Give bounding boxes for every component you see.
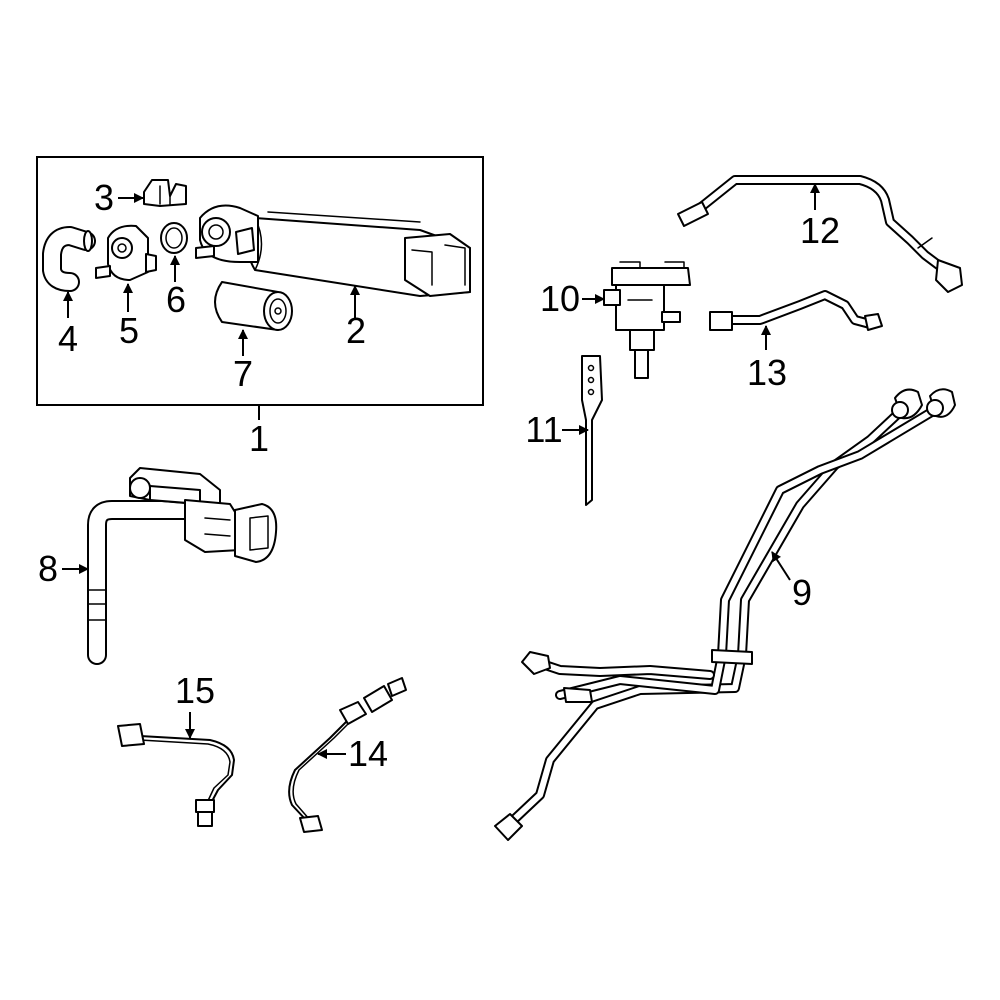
callout-14-label: 14	[348, 733, 388, 774]
callout-13-label: 13	[747, 352, 787, 393]
callout-3-label: 3	[94, 177, 114, 218]
hose-elbow	[42, 226, 96, 292]
mounting-bracket	[581, 355, 603, 506]
vapor-tube-short	[709, 290, 883, 331]
o-ring-seal	[160, 222, 188, 254]
callout-12-label: 12	[800, 210, 840, 251]
callout-10-label: 10	[540, 278, 580, 319]
vapor-tube-upper	[677, 175, 963, 293]
callout-2-label: 2	[346, 310, 366, 351]
callout-15-label: 15	[175, 670, 215, 711]
purge-solenoid	[603, 261, 691, 379]
vapor-canister	[195, 204, 471, 297]
callout-6-label: 6	[166, 279, 186, 320]
purge-valve-hose	[87, 467, 278, 665]
vapor-line-harness	[494, 388, 956, 841]
callout-8-label: 8	[38, 548, 58, 589]
filter-cylinder	[214, 281, 293, 331]
callout-9-label: 9	[792, 572, 812, 613]
callout-7-label: 7	[233, 353, 253, 394]
callout-5-label: 5	[119, 310, 139, 351]
oxygen-sensor-downstream	[288, 677, 407, 833]
callout-9-leader	[771, 551, 791, 581]
callout-4-label: 4	[58, 318, 78, 359]
bracket-clip	[143, 179, 187, 207]
callout-1-label: 1	[249, 418, 269, 459]
callout-11-label: 11	[525, 409, 562, 450]
oxygen-sensor-upstream	[117, 723, 235, 827]
sensor-valve	[95, 224, 157, 281]
